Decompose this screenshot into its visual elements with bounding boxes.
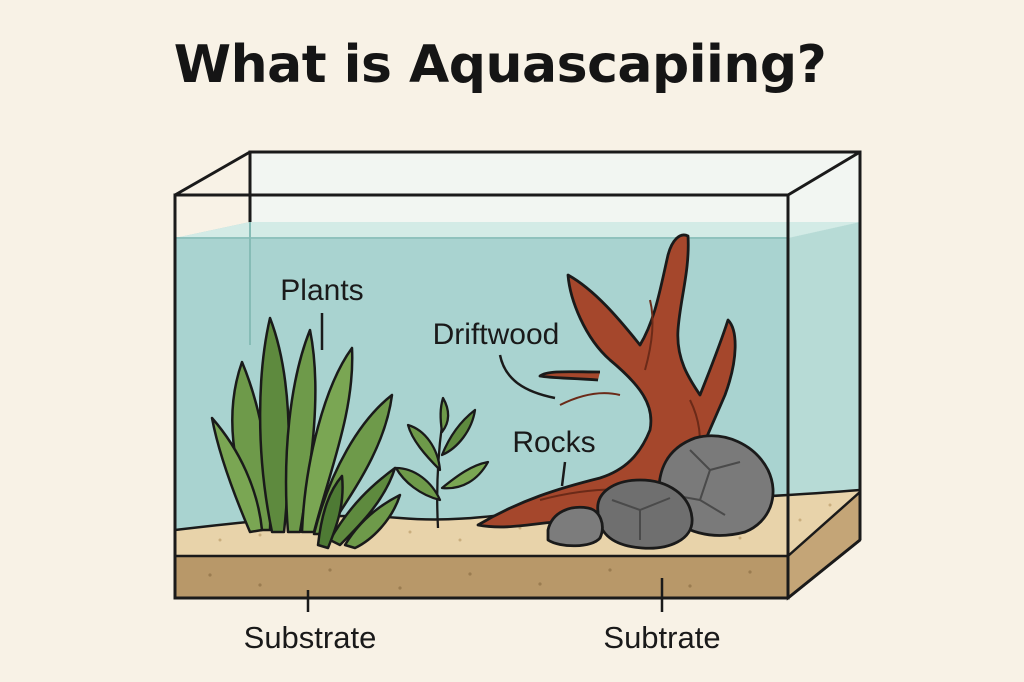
driftwood-leader (498, 354, 556, 400)
diagram-title: What is Aquascapiing? (173, 35, 827, 95)
substrate-left-label: Substrate (244, 620, 377, 655)
label-leaders (306, 313, 664, 612)
plant-cluster (210, 316, 402, 550)
substrate-right-label: Subtrate (603, 620, 720, 655)
rocks-leader (560, 461, 567, 487)
rocks-label: Rocks (512, 426, 595, 459)
tank-frame (173, 150, 862, 600)
driftwood-label: Driftwood (433, 318, 560, 351)
small-plant (394, 396, 490, 529)
plants-label: Plants (280, 274, 363, 307)
rocks (546, 434, 775, 550)
